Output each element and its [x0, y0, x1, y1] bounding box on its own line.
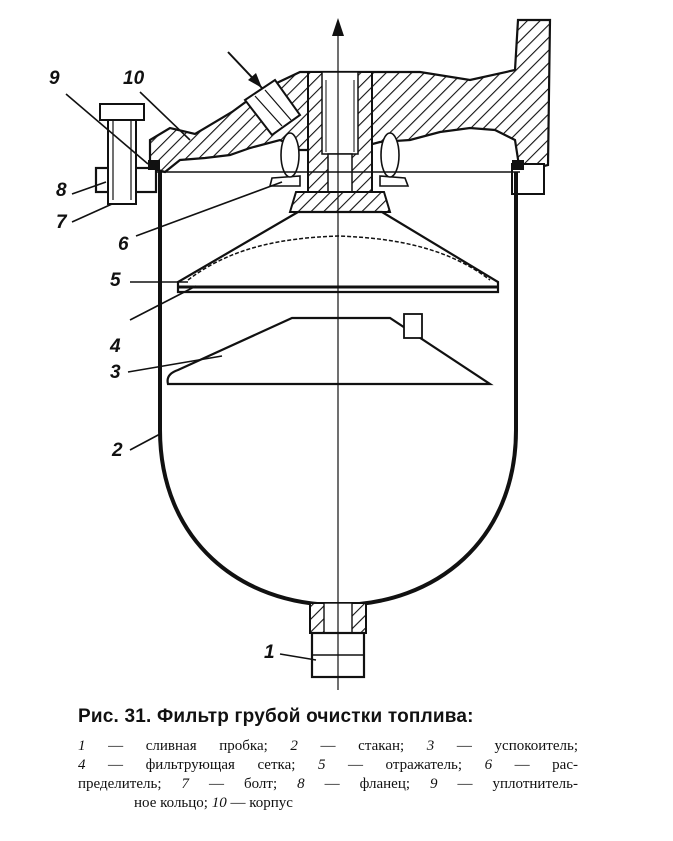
inlet-port [243, 78, 302, 137]
legend-item-text: — стакан; [297, 738, 427, 754]
legend-item-number: 10 [211, 795, 227, 811]
legend-item-text: — уплотнитель- [437, 776, 578, 792]
fuel-filter-drawing [65, 18, 552, 690]
legend-item-text: — корпус [226, 795, 293, 811]
legend-item-text: — фланец; [304, 776, 431, 792]
legend-item-number: 7 [181, 776, 190, 792]
legend-item-text: — успокоитель; [434, 738, 579, 754]
legend-line: ное кольцо; 10 — корпус [78, 794, 578, 813]
legend-item-number: 3 [426, 738, 435, 754]
legend-item-text: — отражатель; [325, 757, 485, 773]
callout-10: 10 [123, 68, 145, 89]
legend-item-text: — фильтрующая сетка; [85, 757, 318, 773]
legend-item-number: 2 [290, 738, 298, 754]
callout-7: 7 [56, 212, 67, 233]
legend-item-number: 6 [484, 757, 493, 773]
legend-line: пределитель; 7 — болт; 8 — фланец; 9 — у… [78, 775, 578, 794]
callout-8: 8 [56, 180, 67, 201]
figure-caption-title: Рис. 31. Фильтр грубой очистки топлива: [78, 706, 474, 727]
legend-item-text: ное кольцо; [134, 795, 212, 811]
callout-9: 9 [49, 68, 60, 89]
sealing-ring [148, 160, 160, 170]
callout-2: 2 [112, 440, 123, 461]
legend-item-text: пределитель; [78, 776, 182, 792]
legend-item-number: 8 [297, 776, 305, 792]
callout-1: 1 [264, 642, 275, 663]
outlet-arrow [332, 18, 344, 36]
legend-item-number: 5 [317, 757, 326, 773]
leader-lines [65, 91, 317, 661]
legend-line: 1 — сливная пробка; 2 — стакан; 3 — успо… [78, 737, 578, 756]
callout-3: 3 [110, 362, 121, 383]
callout-6: 6 [118, 234, 129, 255]
fuel-filter-diagram: 9 10 8 7 6 5 4 3 2 1 [49, 18, 552, 690]
legend-item-number: 4 [78, 757, 86, 773]
callout-4: 4 [110, 336, 121, 357]
distributor [288, 191, 392, 213]
legend-item-text: — сливная пробка; [85, 738, 291, 754]
legend-item-text: — болт; [189, 776, 298, 792]
legend-line: 4 — фильтрующая сетка; 5 — отражатель; 6… [78, 756, 578, 775]
legend-item-text: — рас- [492, 757, 578, 773]
callout-5: 5 [110, 270, 121, 291]
legend-item-number: 1 [78, 738, 86, 754]
calmer [166, 316, 494, 386]
figure-legend: 1 — сливная пробка; 2 — стакан; 3 — успо… [78, 737, 578, 813]
legend-item-number: 9 [430, 776, 438, 792]
